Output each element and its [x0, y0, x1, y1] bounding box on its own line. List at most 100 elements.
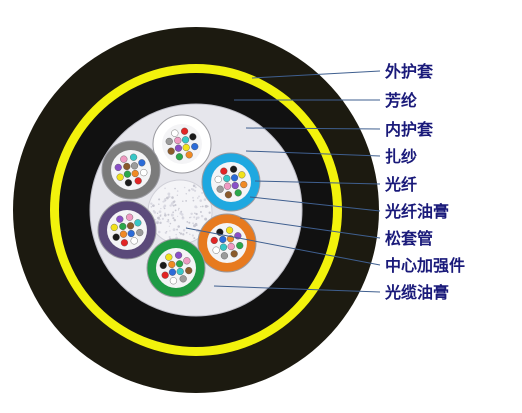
central-member-fiber-speck: [177, 209, 180, 211]
central-member-fiber-speck: [169, 204, 172, 207]
label-loose-tube: 松套管: [385, 229, 434, 248]
central-member-fiber-speck: [167, 219, 170, 221]
optical-fiber: [119, 230, 128, 238]
optical-fiber: [240, 180, 248, 189]
central-member-fiber-speck: [164, 197, 167, 200]
central-member-fiber-speck: [178, 231, 181, 234]
central-member-fiber-speck: [208, 211, 211, 214]
central-member-fiber-speck: [199, 211, 202, 214]
central-member-fiber-speck: [164, 231, 167, 234]
central-member-fiber-speck: [150, 206, 152, 208]
central-member-fiber-speck: [159, 214, 162, 217]
optical-fiber: [225, 226, 234, 234]
central-member-fiber-speck: [166, 196, 169, 200]
optical-fiber: [234, 189, 242, 197]
optical-fiber: [120, 239, 129, 247]
optical-fiber: [174, 251, 183, 259]
central-member-fiber-speck: [185, 231, 188, 234]
optical-fiber: [181, 136, 190, 144]
optical-fiber: [120, 155, 128, 163]
central-member-fiber-speck: [158, 210, 162, 214]
optical-fiber: [171, 129, 179, 137]
central-member-fiber-speck: [195, 216, 198, 219]
central-member-fiber-speck: [154, 218, 157, 221]
central-member-fiber-speck: [194, 222, 198, 226]
loose-tube-white: [152, 114, 212, 174]
central-member-fiber-speck: [166, 220, 168, 223]
central-member-fiber-speck: [192, 199, 195, 202]
label-aramid: 芳纶: [385, 91, 418, 110]
optical-fiber: [130, 237, 138, 245]
leader-line-outer-sheath: [251, 70, 381, 79]
central-member-fiber-speck: [162, 201, 164, 203]
central-member-fiber-speck: [204, 204, 208, 208]
central-member-fiber-speck: [195, 212, 198, 216]
central-member-fiber-speck: [176, 228, 178, 231]
optical-fiber: [185, 151, 193, 159]
central-member-fiber-speck: [201, 191, 204, 194]
optical-fiber: [127, 229, 135, 238]
central-member-fiber-speck: [204, 217, 208, 221]
central-member-fiber-speck: [180, 213, 184, 216]
optical-fiber: [175, 153, 184, 161]
optical-fiber: [230, 174, 239, 182]
central-member-fiber-speck: [152, 204, 155, 208]
central-member-fiber-speck: [182, 229, 186, 232]
central-member-fiber-speck: [174, 209, 177, 212]
central-member-fiber-speck: [163, 207, 166, 210]
optical-fiber: [136, 228, 144, 237]
central-member-fiber-speck: [185, 199, 188, 202]
optical-fiber: [214, 175, 222, 184]
optical-fiber: [231, 181, 239, 190]
central-member-fiber-speck: [183, 186, 186, 189]
central-member-fiber-speck: [189, 233, 191, 236]
optical-fiber: [212, 246, 220, 254]
central-member-fiber-speck: [200, 205, 202, 208]
optical-fiber: [123, 162, 131, 171]
loose-tubes-group: [97, 114, 261, 298]
leader-line-fiber-gel: [249, 196, 381, 212]
central-member-fiber-speck: [156, 221, 159, 225]
central-member-fiber-speck: [164, 212, 167, 215]
central-member-fiber-speck: [157, 216, 160, 220]
central-member-fiber-speck: [150, 202, 153, 205]
optical-fiber: [116, 215, 124, 223]
optical-fiber: [220, 252, 229, 260]
central-member-fiber-speck: [201, 205, 204, 208]
optical-fiber: [216, 185, 224, 193]
central-member-texture: [150, 184, 211, 242]
central-member-fiber-speck: [169, 222, 172, 225]
central-member-fiber-speck: [190, 212, 193, 216]
label-fiber-gel: 光纤油膏: [385, 202, 450, 221]
leader-line-fiber: [254, 180, 381, 185]
central-member-fiber-speck: [185, 193, 187, 195]
central-member-fiber-speck: [188, 189, 191, 192]
leader-line-loose-tube: [239, 217, 381, 239]
optical-fiber: [174, 136, 182, 145]
central-member-fiber-speck: [158, 198, 161, 201]
central-member-fiber-speck: [173, 218, 177, 222]
central-member-fiber-speck: [200, 214, 204, 218]
label-inner-sheath: 内护套: [385, 120, 434, 139]
optical-fiber: [236, 241, 244, 250]
central-member-fiber-speck: [163, 204, 167, 208]
central-member-fiber-speck: [180, 210, 183, 213]
optical-fiber: [220, 167, 228, 175]
central-member-fiber-speck: [152, 210, 156, 213]
optical-fiber: [167, 147, 175, 155]
optical-fiber: [119, 222, 127, 231]
optical-fiber: [134, 219, 142, 227]
optical-fiber: [175, 260, 184, 268]
optical-fiber: [185, 266, 193, 275]
central-member-fiber-speck: [194, 186, 197, 189]
central-member-fiber-speck: [164, 213, 167, 217]
leader-line-binder: [245, 150, 381, 157]
central-member-fiber-speck: [167, 192, 171, 196]
central-member-fiber-speck: [182, 233, 185, 236]
optical-fiber: [223, 174, 231, 183]
central-member-fiber-speck: [192, 196, 194, 199]
central-member-fiber-speck: [171, 196, 174, 199]
loose-tube-gray: [101, 140, 161, 200]
loose-tube-blue: [201, 152, 261, 212]
